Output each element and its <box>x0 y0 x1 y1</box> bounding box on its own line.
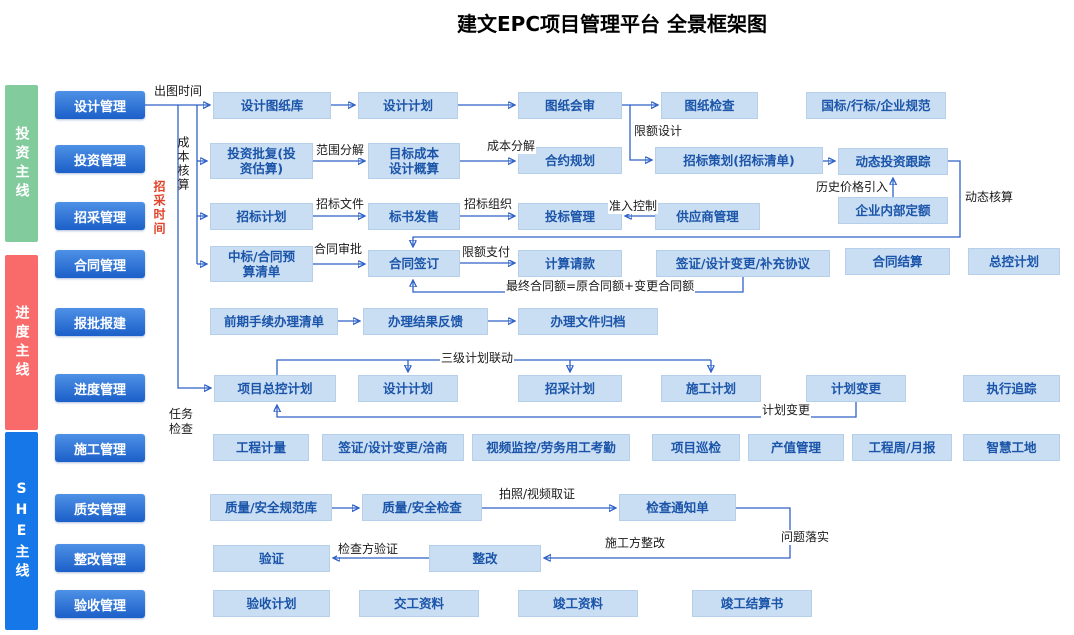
box-design-plan: 设计计划 <box>358 92 458 119</box>
box-verification: 验证 <box>213 545 330 572</box>
label-task-check: 任务 检查 <box>169 407 194 436</box>
label-cost-accounting: 成本核算 <box>176 136 190 192</box>
arrow-plan-change-loop <box>277 402 857 418</box>
label-contract-approval: 合同审批 <box>313 242 364 257</box>
box-result-feedback: 办理结果反馈 <box>363 308 488 335</box>
box-standards: 国标/行标/企业规范 <box>806 92 946 119</box>
box-rectification: 整改 <box>429 545 541 572</box>
label-bid-document: 招标文件 <box>315 197 366 212</box>
side-bar-she-mainline: SHE主线 <box>5 432 38 630</box>
label-drawing-time: 出图时间 <box>153 84 204 99</box>
box-acceptance-plan: 验收计划 <box>213 590 330 617</box>
box-investment-approval: 投资批复(投 资估算) <box>210 143 313 179</box>
box-completion-docs: 竣工资料 <box>518 590 638 617</box>
label-issue-implementation: 问题落实 <box>780 530 831 545</box>
box-target-cost: 目标成本 设计概算 <box>368 143 460 179</box>
label-procurement-time: 招采时间 <box>152 180 166 236</box>
box-award-budget-list: 中标/合同预 算清单 <box>210 246 313 282</box>
label-contractor-rectify: 施工方整改 <box>604 536 667 551</box>
box-quality-safety-library: 质量/安全规范库 <box>210 494 332 521</box>
label-bid-organization: 招标组织 <box>463 197 514 212</box>
side-bar-label-progress-mainline: 进度主线 <box>13 304 30 381</box>
arrow-linkage-stem <box>276 359 711 375</box>
box-design-library: 设计图纸库 <box>213 92 331 119</box>
side-bar-label-investment-mainline: 投资主线 <box>13 125 30 202</box>
box-construction-plan: 施工计划 <box>661 375 761 402</box>
box-contract-settlement: 合同结算 <box>845 248 950 275</box>
box-file-archive: 办理文件归档 <box>518 308 658 335</box>
box-engineering-measurement: 工程计量 <box>213 434 309 461</box>
side-bar-progress-mainline: 进度主线 <box>5 255 38 430</box>
menu-investment-mgmt[interactable]: 投资管理 <box>55 145 145 173</box>
box-inspection-notice: 检查通知单 <box>619 494 736 521</box>
label-three-level-linkage: 三级计划联动 <box>440 351 515 366</box>
label-plan-change-label: 计划变更 <box>761 403 812 418</box>
box-drawing-check: 图纸检查 <box>661 92 758 119</box>
box-master-control-plan: 总控计划 <box>968 248 1060 275</box>
menu-progress-mgmt[interactable]: 进度管理 <box>55 374 145 402</box>
label-photo-video-evidence: 拍照/视频取证 <box>498 487 577 502</box>
label-final-contract-formula: 最终合同额=原合同额+变更合同额 <box>505 279 696 294</box>
box-bid-mgmt: 投标管理 <box>518 203 622 230</box>
box-enterprise-quota: 企业内部定额 <box>838 197 948 224</box>
box-smart-site: 智慧工地 <box>963 434 1060 461</box>
label-cost-decompose: 成本分解 <box>486 139 537 154</box>
box-design-plan-2: 设计计划 <box>358 375 458 402</box>
box-quality-safety-check: 质量/安全检查 <box>362 494 482 521</box>
menu-construction-mgmt[interactable]: 施工管理 <box>55 434 145 462</box>
label-history-price: 历史价格引入 <box>815 180 890 195</box>
menu-rectification-mgmt[interactable]: 整改管理 <box>55 544 145 572</box>
label-scope-decompose: 范围分解 <box>315 143 366 158</box>
arrow-limit-design-elbow <box>629 105 651 160</box>
box-visa-negotiation: 签证/设计变更/洽商 <box>322 434 464 461</box>
box-output-value-mgmt: 产值管理 <box>748 434 844 461</box>
box-dynamic-investment: 动态投资跟踪 <box>838 148 948 175</box>
box-project-inspection: 项目巡检 <box>652 434 740 461</box>
box-project-master-plan: 项目总控计划 <box>214 375 336 402</box>
box-video-monitoring: 视频监控/劳务用工考勤 <box>472 434 630 461</box>
box-pre-procedures: 前期手续办理清单 <box>210 308 338 335</box>
menu-approval-mgmt[interactable]: 报批报建 <box>55 308 145 336</box>
box-final-settlement: 竣工结算书 <box>692 590 812 617</box>
box-drawing-review: 图纸会审 <box>518 92 622 119</box>
box-procurement-plan: 招采计划 <box>518 375 622 402</box>
box-contract-sign: 合同签订 <box>368 250 460 277</box>
label-limit-payment: 限额支付 <box>461 245 512 260</box>
side-bar-label-she-mainline: SHE主线 <box>13 480 30 582</box>
page-title: 建文EPC项目管理平台 全景框架图 <box>457 12 767 36</box>
box-supplier-mgmt: 供应商管理 <box>655 203 760 230</box>
box-weekly-monthly-report: 工程周/月报 <box>852 434 952 461</box>
label-dynamic-accounting: 动态核算 <box>964 190 1015 205</box>
box-execution-tracking: 执行追踪 <box>963 375 1060 402</box>
side-bar-investment-mainline: 投资主线 <box>5 85 38 242</box>
box-plan-change: 计划变更 <box>806 375 906 402</box>
box-bid-plan: 招标计划 <box>210 203 313 230</box>
menu-design-mgmt[interactable]: 设计管理 <box>55 91 145 119</box>
menu-quality-safety-mgmt[interactable]: 质安管理 <box>55 494 145 522</box>
arrow-dynamic-accounting-loop <box>413 160 961 246</box>
box-payment-request: 计算请款 <box>518 250 622 277</box>
arrow-stem-to-masterplan <box>177 105 210 388</box>
menu-acceptance-mgmt[interactable]: 验收管理 <box>55 590 145 618</box>
label-inspector-verify: 检查方验证 <box>337 542 400 557</box>
label-limit-design: 限额设计 <box>633 124 684 139</box>
menu-contract-mgmt[interactable]: 合同管理 <box>55 250 145 278</box>
box-bid-planning: 招标策划(招标清单) <box>655 147 823 174</box>
label-access-control: 准入控制 <box>608 199 659 214</box>
box-bid-sale: 标书发售 <box>368 203 460 230</box>
menu-procurement-mgmt[interactable]: 招采管理 <box>55 202 145 230</box>
box-visa-supplement: 签证/设计变更/补充协议 <box>656 250 830 277</box>
box-handover-docs: 交工资料 <box>359 590 479 617</box>
